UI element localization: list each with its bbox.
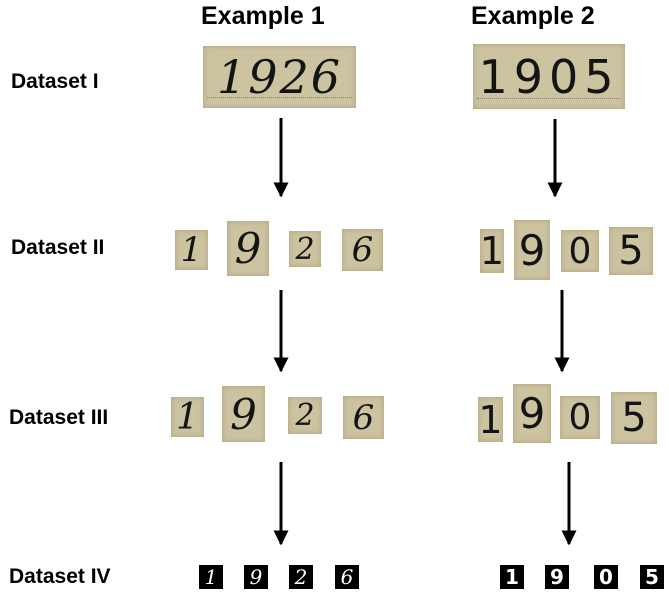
ex2-seg2-digit-0: 0	[561, 230, 599, 272]
ex2-seg3-digit-1: 1	[478, 397, 503, 442]
ex2-number-scan: 1905	[473, 44, 625, 109]
ex1-norm-digit-2: 2	[289, 565, 313, 589]
ex1-seg2-digit-6: 6	[342, 229, 383, 271]
ex1-seg2-digit-2: 2	[289, 231, 321, 267]
ex2-norm-digit-0: 0	[594, 565, 618, 589]
ex2-norm-digit-9: 9	[545, 565, 569, 589]
ex1-norm-digit-9: 9	[244, 565, 268, 589]
ex2-number-text: 1905	[478, 49, 620, 104]
ex2-seg2-digit-1: 1	[480, 229, 504, 273]
ex2-seg3-digit-5: 5	[611, 392, 657, 444]
ex1-seg3-digit-9: 9	[222, 386, 265, 442]
ex2-seg2-digit-5: 5	[609, 227, 653, 275]
ex2-seg3-digit-0: 0	[560, 396, 600, 439]
example-2-title: Example 2	[471, 2, 595, 30]
ex1-norm-digit-1: 1	[199, 565, 223, 589]
ex1-seg3-digit-6: 6	[343, 396, 384, 439]
ex1-norm-digit-6: 6	[335, 565, 359, 589]
ex1-seg2-digit-9: 9	[227, 221, 269, 276]
ex2-seg2-digit-9: 9	[514, 220, 550, 280]
dataset-iv-label: Dataset IV	[9, 565, 111, 588]
ex1-seg2-digit-1: 1	[175, 230, 208, 270]
dataset-ii-label: Dataset II	[11, 236, 105, 259]
ex1-seg3-digit-1: 1	[171, 397, 204, 437]
dataset-iii-label: Dataset III	[9, 406, 109, 429]
example-1-title: Example 1	[201, 2, 325, 30]
ex1-seg3-digit-2: 2	[288, 397, 322, 434]
ex2-seg3-digit-9: 9	[513, 384, 551, 443]
ex2-norm-digit-5: 5	[640, 565, 664, 589]
ex2-norm-digit-1: 1	[500, 565, 524, 589]
ex1-number-scan: 1926	[203, 46, 356, 108]
ex1-number-text: 1926	[216, 50, 343, 104]
dataset-i-label: Dataset I	[11, 70, 99, 93]
